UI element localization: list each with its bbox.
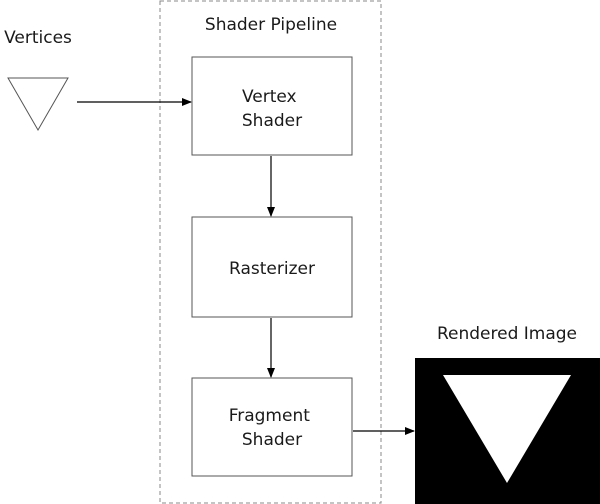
stage-label: Fragment Shader [229,406,316,450]
stage-label-line: Rasterizer [229,259,315,279]
stage-label-line: Shader [242,430,302,450]
stage-label-line: Shader [242,111,302,131]
stage-box [191,377,353,477]
stage-label: Vertex Shader [242,87,302,131]
rendered-image-label: Rendered Image [437,324,577,344]
pipeline-container [159,0,382,504]
stage-label-line: Vertex [242,87,297,107]
stage-vertex-shader: Vertex Shader [191,56,353,156]
rendered-triangle-icon [443,375,571,483]
stage-box [191,56,353,156]
stage-label: Rasterizer [229,259,315,279]
stage-fragment-shader: Fragment Shader [191,377,353,477]
stage-label-line: Fragment [229,406,311,426]
stage-rasterizer: Rasterizer [191,216,353,318]
pipeline-title: Shader Pipeline [205,15,337,35]
vertices-label: Vertices [4,28,72,48]
input-triangle-icon [7,77,69,132]
stage-box [191,216,353,318]
